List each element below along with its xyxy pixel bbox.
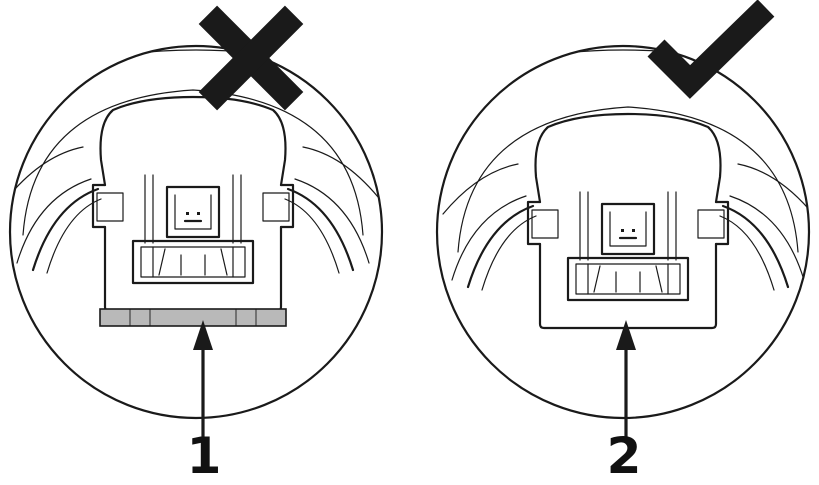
callout-number-2: 2 xyxy=(606,427,642,485)
leader-arrow-1 xyxy=(193,320,213,440)
check-icon xyxy=(647,0,775,99)
callout-number-1: 1 xyxy=(186,427,222,485)
leader-arrow-2 xyxy=(616,320,636,440)
panel-incorrect xyxy=(8,5,384,440)
gap-indicator xyxy=(99,308,287,327)
detail-circle-right xyxy=(435,44,811,420)
detail-circle-left xyxy=(8,44,384,420)
panel-correct xyxy=(435,0,811,440)
cross-icon xyxy=(198,5,304,111)
